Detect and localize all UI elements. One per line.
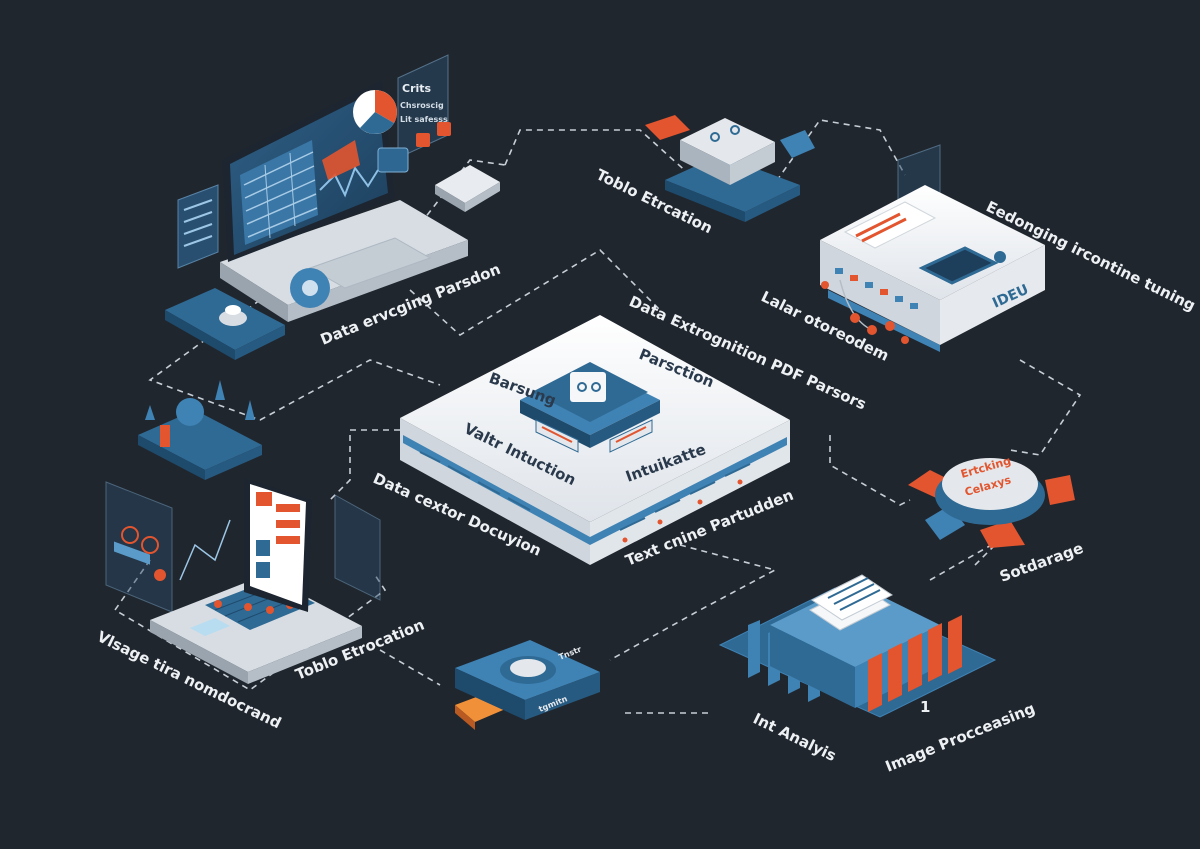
- robot-platform: [138, 380, 262, 480]
- image-icon: [378, 148, 408, 172]
- laptop-top-left: Crits Chsroscig Lit safesss: [165, 55, 468, 360]
- panel-line-1: Chsroscig: [400, 101, 444, 110]
- device-dial: [510, 659, 546, 677]
- folder-icon: [437, 122, 451, 136]
- floating-panel-right: [335, 495, 380, 600]
- panel-title: Crits: [402, 82, 432, 95]
- drive-device: [435, 165, 500, 212]
- caption-image-processing: Image Procceasing: [883, 699, 1038, 776]
- floating-panel-bottom: [106, 482, 230, 612]
- connector-laptop-to-device: [380, 650, 440, 685]
- table-extraction-node: [645, 0, 815, 222]
- connector-hub-to-storage: [830, 435, 910, 505]
- storage-node: Ertcking Celaxys: [908, 454, 1075, 548]
- caption-int-analysis: Int Analyis: [750, 709, 839, 765]
- server-node: IDEU: [820, 145, 1045, 352]
- caption-image-mark: 1: [920, 698, 930, 716]
- bottom-device: Tnstr tgmitn: [455, 640, 600, 730]
- document-icon: [416, 133, 430, 147]
- floating-panel-left: [178, 185, 218, 268]
- pie-chart-icon: [353, 90, 397, 134]
- connector-server-to-storage: [1010, 360, 1080, 455]
- image-processing-node: [720, 575, 995, 717]
